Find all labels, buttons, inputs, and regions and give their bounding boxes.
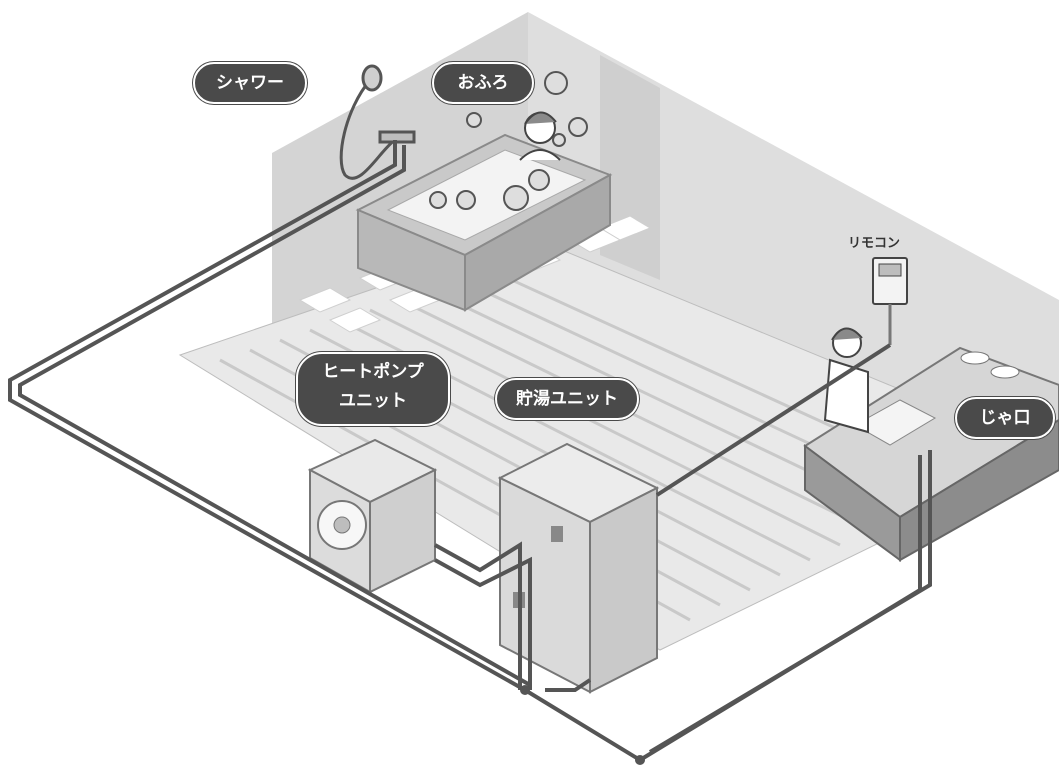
hot-water-tank-icon (500, 444, 657, 692)
heat-pump-label: ヒートポンプ ユニット (296, 352, 450, 426)
faucet-label: じゃ口 (955, 397, 1055, 439)
storage-unit-label: 貯湯ユニット (495, 378, 639, 420)
remote-label: リモコン (848, 232, 900, 251)
bath-label: おふろ (432, 62, 534, 104)
shower-label: シャワー (193, 62, 307, 104)
wall-shade (600, 55, 660, 280)
